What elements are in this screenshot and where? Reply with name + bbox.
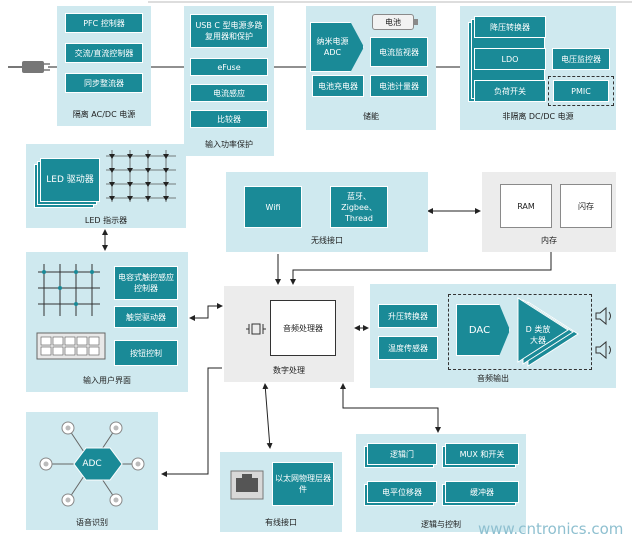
caption-ac-dc: 隔离 AC/DC 电源 bbox=[72, 110, 136, 119]
caption-memory: 内存 bbox=[541, 236, 557, 245]
block-class-d-amp: D 类放大器 bbox=[525, 325, 551, 345]
class-d-amp-icon bbox=[517, 297, 579, 367]
block-current-monitor: 电流监视器 bbox=[370, 37, 428, 67]
battery-terminal bbox=[414, 19, 418, 25]
block-mux-switch: MUX 和开关 bbox=[445, 443, 519, 465]
block-level-shifter: 电平位移器 bbox=[367, 481, 437, 503]
led-matrix-icon bbox=[106, 150, 176, 202]
media-buttons-icon bbox=[36, 332, 106, 360]
pmic-dashed-frame bbox=[548, 76, 614, 106]
block-battery-gauge: 电池计量器 bbox=[370, 75, 428, 97]
block-boost-converter: 升压转换器 bbox=[378, 304, 438, 328]
ethernet-port-icon bbox=[230, 470, 264, 500]
caption-digital: 数字处理 bbox=[273, 366, 305, 375]
block-voltage-supervisor: 电压监控器 bbox=[552, 48, 610, 70]
block-dac: DAC bbox=[456, 304, 510, 356]
block-sync-rectifier: 同步整流器 bbox=[65, 73, 143, 93]
audio-dashed-frame bbox=[448, 294, 592, 370]
block-pfc-controller: PFC 控制器 bbox=[65, 13, 143, 33]
caption-energy-storage: 储能 bbox=[363, 112, 379, 121]
block-current-sense: 电流感应 bbox=[190, 84, 268, 102]
block-usb-c-mux: USB C 型电源多路复用器和保护 bbox=[190, 14, 268, 48]
watermark: www.cntronics.com bbox=[478, 520, 624, 538]
block-audio-processor: 音频处理器 bbox=[270, 300, 336, 356]
block-capacitive-touch: 电容式触控感应控制器 bbox=[114, 266, 178, 300]
block-flash: 闪存 bbox=[560, 184, 612, 228]
speaker-icon bbox=[595, 340, 611, 360]
block-comparator: 比较器 bbox=[190, 110, 268, 128]
crystal-icon bbox=[246, 323, 266, 335]
block-ethernet-phy: 以太网物理层器件 bbox=[272, 462, 334, 506]
block-battery-charger: 电池充电器 bbox=[312, 75, 364, 97]
caption-logic: 逻辑与控制 bbox=[421, 520, 461, 529]
block-ldo: LDO bbox=[474, 48, 546, 70]
block-temp-sensor: 温度传感器 bbox=[378, 336, 438, 360]
block-buck-converter: 降压转换器 bbox=[474, 16, 546, 38]
power-plug-icon bbox=[8, 61, 50, 73]
block-efuse: eFuse bbox=[190, 58, 268, 76]
caption-wired: 有线接口 bbox=[265, 518, 297, 527]
microphone-array-icon bbox=[39, 421, 145, 507]
caption-user-input: 输入用户界面 bbox=[83, 376, 131, 385]
caption-audio-output: 音频输出 bbox=[477, 374, 509, 383]
block-button-control: 按钮控制 bbox=[114, 340, 178, 366]
block-buffer: 缓冲器 bbox=[445, 481, 519, 503]
speaker-icon bbox=[595, 306, 611, 326]
caption-non-isolated-dcdc: 非隔离 DC/DC 电源 bbox=[502, 112, 574, 121]
block-ram: RAM bbox=[500, 184, 552, 228]
block-ac-dc-controller: 交流/直流控制器 bbox=[65, 43, 143, 63]
touch-grid-icon bbox=[38, 264, 100, 316]
caption-led: LED 指示器 bbox=[84, 216, 128, 225]
block-wifi: Wifi bbox=[244, 186, 302, 228]
block-led-driver: LED 驱动器 bbox=[40, 158, 100, 202]
block-pmic: PMIC bbox=[553, 80, 609, 102]
caption-wireless: 无线接口 bbox=[311, 236, 343, 245]
block-load-switch: 负荷开关 bbox=[474, 80, 546, 102]
block-logic-gate: 逻辑门 bbox=[367, 443, 437, 465]
caption-input-protection: 输入功率保护 bbox=[205, 140, 253, 149]
caption-voice: 语音识别 bbox=[76, 518, 108, 527]
block-haptic-driver: 触觉驱动器 bbox=[114, 306, 178, 328]
battery-icon: 电池 bbox=[372, 14, 414, 30]
block-bluetooth-zigbee-thread: 蓝牙、Zigbee、Thread bbox=[330, 186, 388, 228]
block-voice-adc: ADC bbox=[82, 459, 102, 469]
